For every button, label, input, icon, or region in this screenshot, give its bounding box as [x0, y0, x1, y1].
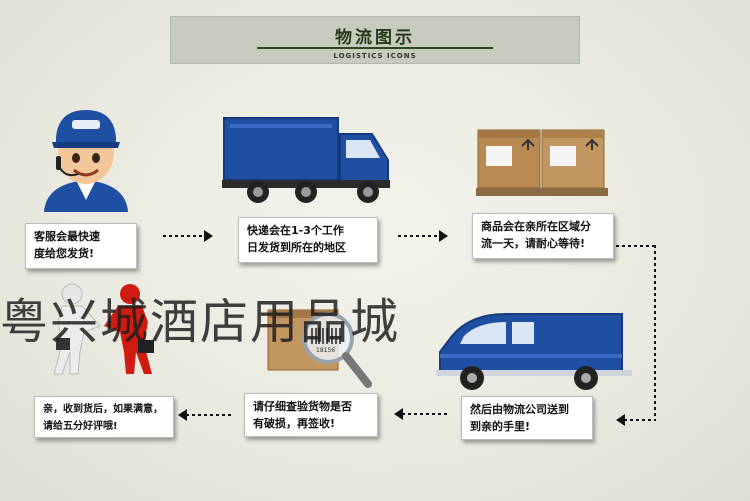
connector-step3-horizontal	[616, 245, 656, 247]
truck-icon	[222, 114, 392, 208]
arrow-step1-to-step2	[163, 235, 205, 237]
step-2-label: 快递会在1-3个工作 日发货到所在的地区	[238, 217, 378, 263]
arrow-to-step4	[624, 419, 654, 421]
arrow-step2-to-step3	[398, 235, 440, 237]
connector-right-vertical	[654, 245, 656, 421]
header-banner: 物流图示 LOGISTICS ICONS	[170, 16, 580, 64]
arrow-step4-to-step5	[402, 413, 448, 415]
step-4-label: 然后由物流公司送到 到亲的手里!	[461, 396, 593, 440]
step-3-label: 商品会在亲所在区域分 流一天，请耐心等待!	[472, 213, 614, 259]
page-title: 物流图示	[171, 23, 579, 48]
step-6-label: 亲，收到货后，如果满意， 请给五分好评哦!	[34, 396, 174, 438]
arrow-step5-to-step6	[186, 414, 232, 416]
step-5-label: 请仔细查验货物是否 有破损，再签收!	[244, 393, 378, 437]
title-divider	[257, 47, 493, 49]
boxes-pallet-icon	[476, 126, 610, 198]
page-subtitle: LOGISTICS ICONS	[171, 52, 579, 60]
customer-service-icon	[36, 108, 136, 212]
store-watermark: 粤兴城酒店用品城	[0, 282, 470, 352]
step-1-label: 客服会最快速 度给您发货!	[25, 223, 137, 269]
